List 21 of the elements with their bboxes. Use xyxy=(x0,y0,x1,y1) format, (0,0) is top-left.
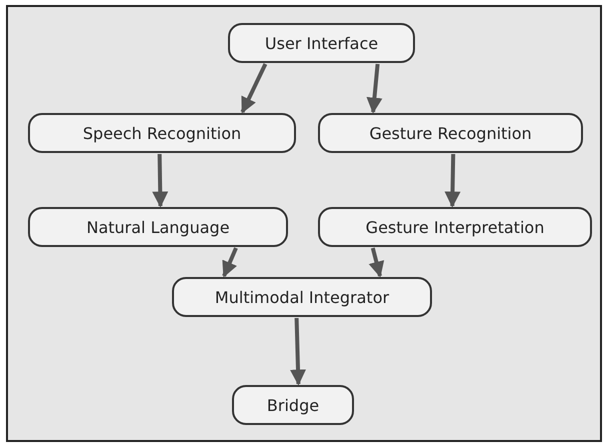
arrow xyxy=(290,318,306,386)
node-label: Speech Recognition xyxy=(82,124,242,142)
node-label: User Interface xyxy=(264,34,378,52)
node-label: Gesture Interpretation xyxy=(366,218,544,236)
node-label: Gesture Recognition xyxy=(369,124,532,142)
node-label: Bridge xyxy=(266,396,320,414)
process-box xyxy=(28,113,296,153)
arrow xyxy=(152,154,168,208)
process-box xyxy=(172,277,432,317)
process-box xyxy=(318,207,592,247)
arrow xyxy=(240,63,268,114)
arrow xyxy=(366,64,382,114)
arrow xyxy=(444,154,461,208)
process-box xyxy=(228,23,415,63)
process-box xyxy=(232,385,354,425)
node-label: Multimodal Integrator xyxy=(214,288,390,306)
arrow xyxy=(222,247,238,278)
node-label: Natural Language xyxy=(86,218,230,236)
process-box xyxy=(318,113,583,153)
arrow xyxy=(368,248,384,278)
process-box xyxy=(28,207,288,247)
